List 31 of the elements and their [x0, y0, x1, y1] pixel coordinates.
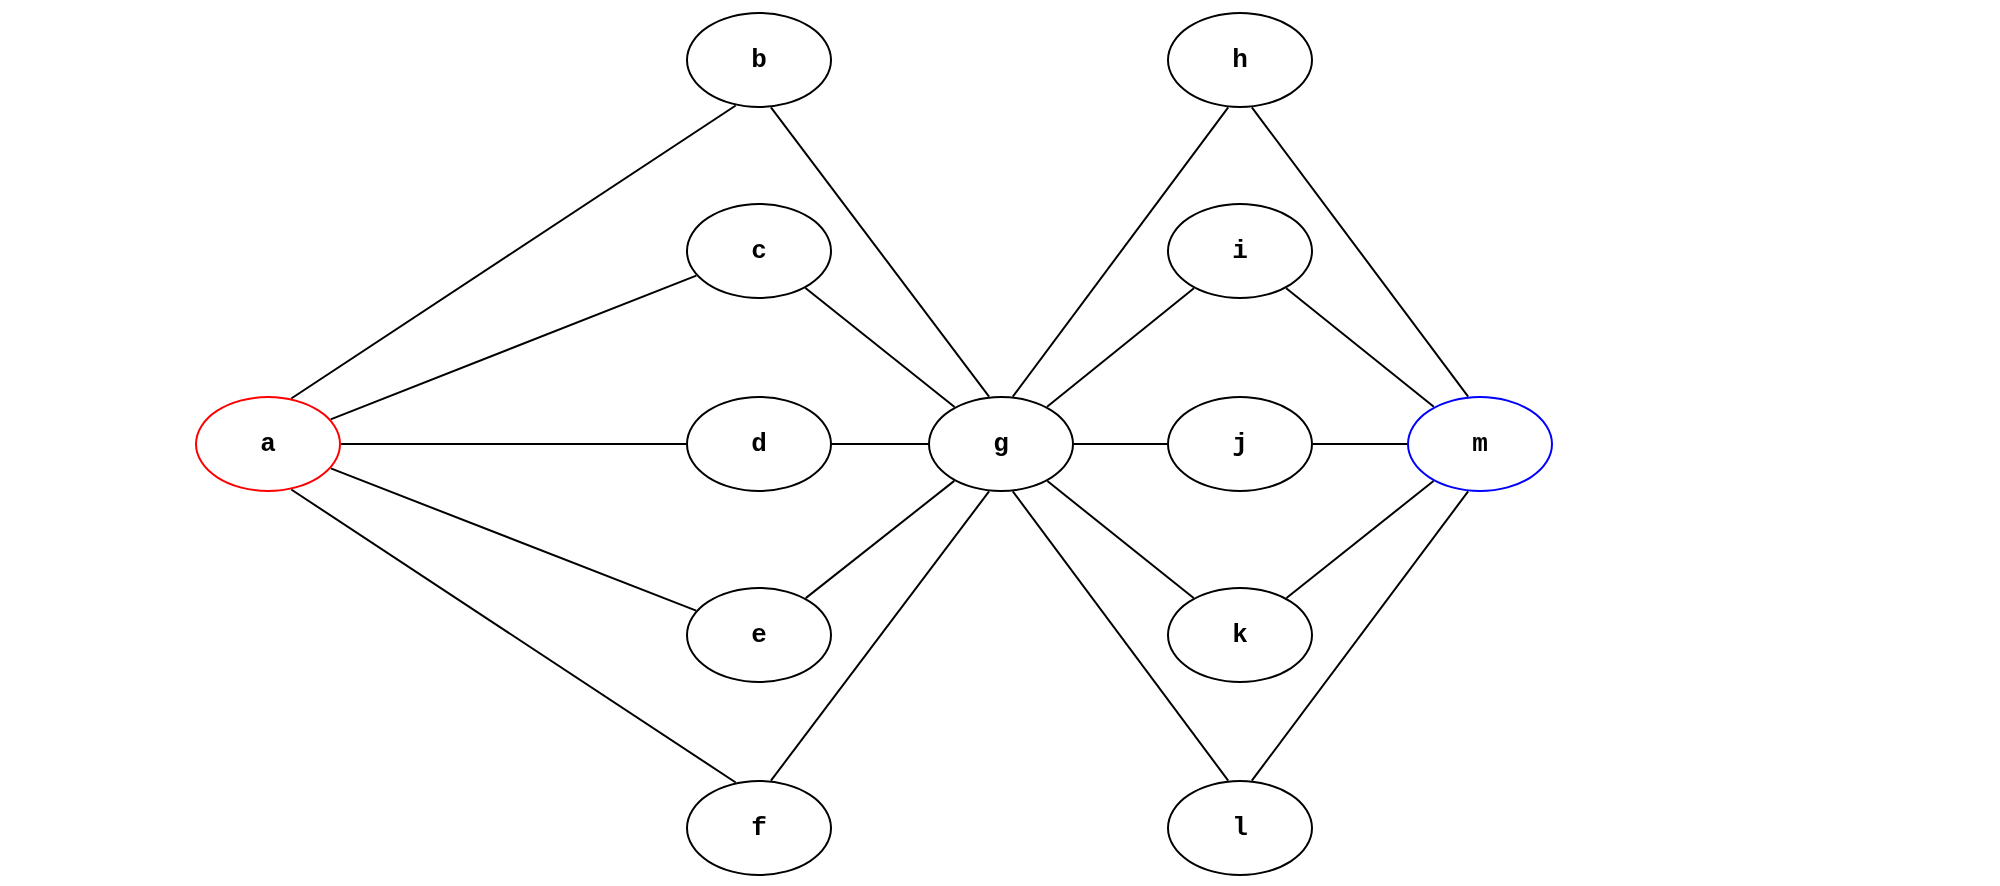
connector-line: [769, 106, 991, 398]
connector-line: [1250, 106, 1470, 398]
node-label: k: [1232, 622, 1248, 648]
connector-line: [329, 274, 698, 421]
node-label: b: [751, 47, 767, 73]
node-label: e: [751, 622, 767, 648]
connector-line: [804, 287, 956, 408]
node-label: j: [1232, 431, 1248, 457]
node-label: l: [1232, 815, 1248, 841]
connector-line: [1011, 490, 1230, 782]
node-label: h: [1232, 47, 1248, 73]
connector-line: [1312, 443, 1408, 445]
connector-line: [1011, 106, 1230, 398]
connector-line: [1046, 480, 1195, 599]
connector-line: [329, 467, 698, 612]
connector-line: [804, 479, 956, 600]
connector-line: [1285, 480, 1435, 599]
node-label: c: [751, 238, 767, 264]
connector-line: [831, 443, 929, 445]
node-label: i: [1232, 238, 1248, 264]
node-label: a: [260, 431, 276, 457]
connector-line: [769, 490, 991, 782]
node-label: f: [751, 815, 767, 841]
node-label: g: [993, 431, 1009, 457]
node-label: d: [751, 431, 767, 457]
connector-line: [1285, 287, 1435, 408]
connector-line: [1250, 490, 1470, 782]
connector-line: [1073, 443, 1168, 445]
connector-line: [1046, 287, 1195, 408]
node-label: m: [1472, 431, 1488, 457]
connector-line: [340, 443, 687, 445]
